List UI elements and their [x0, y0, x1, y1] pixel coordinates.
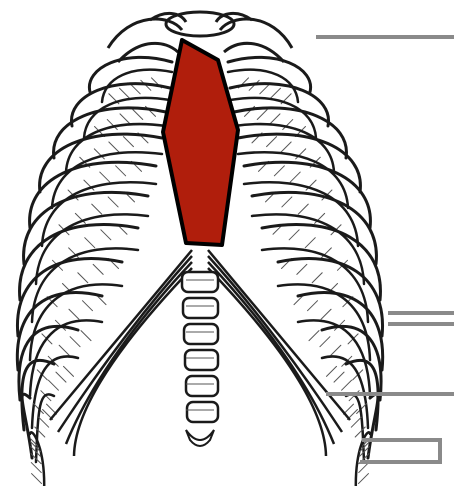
rib-3-left-outer-edge [54, 108, 166, 158]
rib-11-left-inner-edge [36, 394, 54, 462]
vertebral-column [182, 272, 218, 446]
intercostal-hatching [81, 331, 91, 341]
costal-cartilage-right-4 [208, 268, 326, 456]
intercostal-hatching [298, 204, 308, 214]
intercostal-hatching [93, 264, 103, 274]
intercostal-hatching [297, 264, 307, 274]
intercostal-hatching [351, 417, 361, 427]
intercostal-hatching [100, 172, 110, 182]
intercostal-hatching [327, 366, 337, 376]
intercostal-hatching [31, 463, 41, 473]
intercostal-hatching [331, 345, 341, 355]
intercostal-hatching [133, 109, 143, 119]
intercostal-hatching [289, 230, 299, 240]
label-leader-lines [316, 37, 454, 462]
intercostal-hatching [64, 366, 74, 376]
intercostal-hatching [260, 84, 270, 94]
intercostal-hatching [312, 273, 322, 283]
intercostal-hatching [281, 142, 291, 152]
intercostal-hatching [108, 197, 118, 207]
costal-cartilage-left-1 [50, 250, 192, 420]
intercostal-hatching [32, 474, 42, 484]
intercostal-hatching [59, 345, 69, 355]
intercostal-hatching [305, 238, 315, 248]
intercostal-hatching [120, 88, 130, 98]
leader-line-bracket [360, 440, 440, 462]
lumbar-vertebra-tip [186, 430, 214, 446]
intercostal-hatching [85, 238, 95, 248]
intercostal-hatching [69, 309, 79, 319]
intercostal-hatching [48, 380, 58, 390]
intercostal-hatching [257, 109, 267, 119]
rib-11-right-inner-edge [346, 394, 364, 462]
intercostal-hatching [109, 142, 119, 152]
intercostal-hatching [116, 166, 126, 176]
costal-cartilage-left-4 [74, 268, 192, 456]
intercostal-hatching [308, 301, 318, 311]
intercostal-hatching [130, 84, 140, 94]
intercostal-hatching [321, 309, 331, 319]
intercostal-hatching [92, 204, 102, 214]
vertebra-5 [186, 376, 218, 396]
rib-3-right-outer-edge [234, 108, 346, 158]
intercostal-hatching [309, 331, 319, 341]
vertebra-6 [187, 402, 218, 422]
intercostal-hatching [320, 337, 330, 347]
intercostal-hatching [101, 230, 111, 240]
intercostal-hatching [270, 114, 280, 124]
intercostal-hatching [123, 137, 133, 147]
sternum-highlight [163, 40, 238, 245]
vertebra-2 [183, 298, 218, 318]
intercostal-hatching [342, 380, 352, 390]
intercostal-hatching [267, 137, 277, 147]
intercostal-hatching [282, 197, 292, 207]
intercostal-hatching [78, 273, 88, 283]
intercostal-hatching [82, 301, 92, 311]
intercostal-hatching [358, 474, 368, 484]
intercostal-hatching [274, 166, 284, 176]
intercostal-hatching [70, 337, 80, 347]
intercostal-hatching [290, 172, 300, 182]
vertebra-4 [185, 350, 218, 370]
intercostal-hatching [56, 372, 66, 382]
intercostal-hatching [270, 88, 280, 98]
intercostal-hatching [39, 417, 49, 427]
intercostal-hatching [359, 463, 369, 473]
vertebra-3 [184, 324, 218, 344]
rib-8-left-outer-edge [17, 259, 122, 336]
rib-8-right-outer-edge [278, 259, 383, 336]
intercostal-hatching [120, 114, 130, 124]
intercostal-hatching [334, 372, 344, 382]
vertebra-1 [182, 272, 218, 292]
